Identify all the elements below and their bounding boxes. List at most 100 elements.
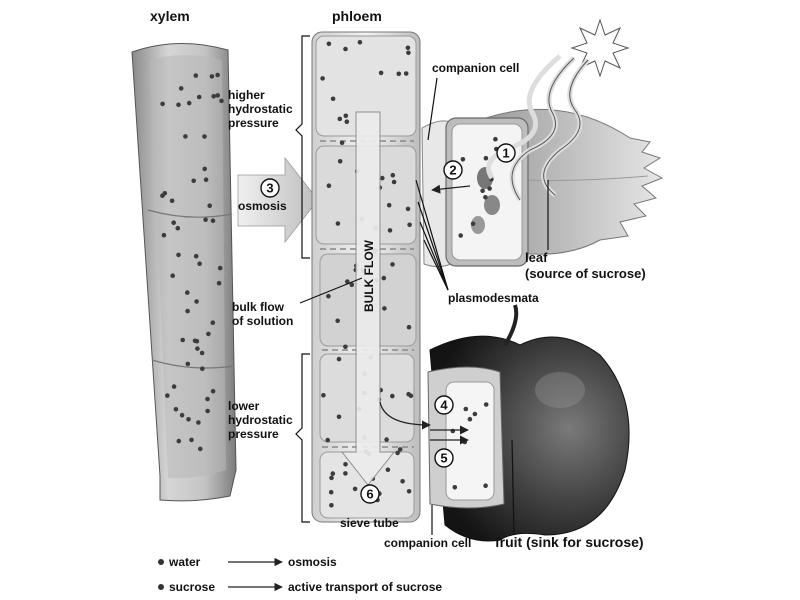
sucrose-molecule	[471, 222, 476, 227]
lower-pressure-label: lower hydrostatic pressure	[228, 399, 296, 441]
sucrose-molecule	[384, 437, 389, 442]
step-number: 3	[266, 181, 273, 196]
water-molecule	[186, 417, 191, 422]
legend: water osmosis sucrose active transport o…	[158, 555, 442, 594]
companion-cell-label-top: companion cell	[432, 61, 519, 75]
water-molecule	[198, 447, 203, 452]
sieve-tube-label: sieve tube	[340, 516, 399, 530]
apple-stem	[505, 305, 516, 345]
sucrose-molecule	[343, 462, 348, 467]
sucrose-molecule	[395, 451, 400, 456]
water-molecule	[200, 351, 205, 356]
water-molecule	[179, 86, 184, 91]
sucrose-molecule	[484, 402, 489, 407]
sucrose-molecule	[337, 415, 342, 420]
sucrose-molecule	[386, 468, 391, 473]
water-molecule	[205, 397, 210, 402]
higher-pressure-label: higher hydrostatic pressure	[228, 88, 296, 130]
sucrose-molecule	[453, 485, 458, 490]
legend-water: water	[168, 555, 201, 569]
sucrose-molecule	[382, 306, 387, 311]
sucrose-molecule	[353, 487, 358, 492]
water-molecule	[196, 420, 201, 425]
sucrose-molecule	[480, 189, 485, 194]
sucrose-molecule	[327, 183, 332, 188]
sucrose-molecule	[400, 479, 405, 484]
sucrose-molecule	[379, 71, 384, 76]
sucrose-molecule	[331, 97, 336, 102]
water-molecule	[194, 73, 199, 78]
water-molecule	[207, 203, 212, 208]
sucrose-molecule	[390, 262, 395, 267]
water-molecule	[211, 94, 216, 99]
sucrose-molecule	[327, 42, 332, 47]
sucrose-molecule	[387, 203, 392, 208]
sucrose-molecule	[407, 489, 412, 494]
step-6-marker: 6	[361, 485, 379, 503]
water-molecule	[203, 217, 208, 222]
water-molecule	[174, 407, 179, 412]
water-molecule	[219, 99, 224, 104]
sucrose-molecule	[329, 490, 334, 495]
sucrose-molecule	[343, 471, 348, 476]
water-molecule	[189, 438, 194, 443]
sucrose-molecule	[336, 221, 341, 226]
sucrose-molecule	[409, 394, 414, 399]
water-molecule	[162, 233, 167, 238]
legend-osmosis: osmosis	[288, 555, 337, 569]
sucrose-molecule	[331, 471, 336, 476]
water-molecule	[215, 93, 220, 98]
sucrose-molecule	[337, 357, 342, 362]
xylem-vessel	[132, 43, 236, 500]
water-molecule	[202, 167, 207, 172]
sucrose-molecule	[343, 47, 348, 52]
sucrose-molecule	[358, 40, 363, 45]
sucrose-molecule	[484, 156, 489, 161]
water-molecule	[176, 226, 181, 231]
sucrose-molecule	[458, 233, 463, 238]
water-molecule	[165, 393, 170, 398]
step-number: 6	[366, 487, 373, 502]
water-molecule	[204, 177, 209, 182]
pressure-brackets	[296, 36, 310, 522]
sucrose-molecule	[321, 393, 326, 398]
sucrose-molecule	[320, 76, 325, 81]
step-number: 4	[440, 398, 448, 413]
sucrose-molecule	[390, 394, 395, 399]
step-number: 5	[440, 451, 447, 466]
sucrose-molecule	[487, 186, 492, 191]
osmosis-label: osmosis	[238, 199, 287, 213]
sucrose-dot-icon	[158, 584, 164, 590]
water-molecule	[205, 409, 210, 414]
water-molecule	[160, 102, 165, 107]
water-molecule	[172, 384, 177, 389]
sucrose-molecule	[380, 176, 385, 181]
companion-cell-label-bottom: companion cell	[384, 536, 471, 550]
water-molecule	[211, 218, 216, 223]
step-4-marker: 4	[435, 396, 453, 414]
water-molecule	[191, 179, 196, 184]
water-molecule	[180, 338, 185, 343]
step-2-marker: 2	[444, 161, 462, 179]
water-dot-icon	[158, 559, 164, 565]
water-molecule	[200, 366, 205, 371]
legend-sucrose: sucrose	[169, 580, 215, 594]
water-molecule	[193, 339, 198, 344]
water-molecule	[176, 103, 181, 108]
plasmodesmata-label: plasmodesmata	[448, 291, 539, 305]
water-molecule	[177, 439, 182, 444]
step-number: 1	[502, 146, 509, 161]
water-molecule	[163, 191, 168, 196]
sucrose-molecule	[483, 483, 488, 488]
sucrose-molecule	[473, 412, 478, 417]
water-molecule	[185, 309, 190, 314]
sucrose-molecule	[483, 195, 488, 200]
step-number: 2	[449, 163, 456, 178]
sucrose-molecule	[338, 117, 343, 122]
water-molecule	[211, 320, 216, 325]
sucrose-molecule	[407, 223, 412, 228]
bulk-flow-arrow-label: BULK FLOW	[362, 239, 376, 312]
sucrose-molecule	[343, 345, 348, 350]
water-molecule	[171, 220, 176, 225]
